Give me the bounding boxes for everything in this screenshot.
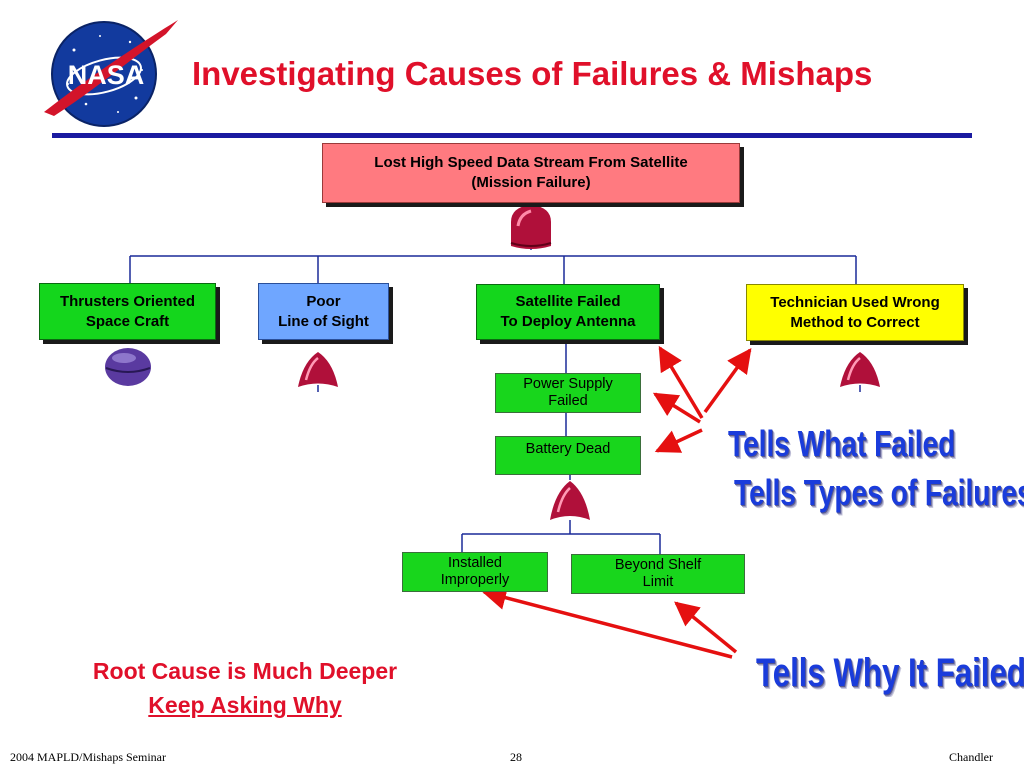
footer-seminar: 2004 MAPLD/Mishaps Seminar bbox=[10, 750, 166, 764]
sub-failure-label-battery: Battery Dead bbox=[525, 441, 611, 457]
root-cause-box-shelf-limit: Beyond Shelf Limit bbox=[571, 554, 745, 594]
transfer-circle-icon bbox=[105, 348, 151, 386]
and-gate-icon-technician bbox=[840, 352, 880, 387]
footer-author: Chandler bbox=[949, 750, 993, 764]
root-cause-label-installed: Installed Improperly bbox=[440, 555, 510, 588]
sub-failure-box-battery: Battery Dead bbox=[495, 436, 641, 475]
or-gate-icon bbox=[510, 205, 552, 249]
cause-box-technician: Technician Used Wrong Method to Correct bbox=[746, 284, 964, 341]
sub-failure-label-power-supply: Power Supply Failed bbox=[523, 376, 613, 409]
and-gate-icon-poor bbox=[298, 352, 338, 387]
and-gate-icon-battery bbox=[550, 481, 590, 520]
cause-label-technician: Technician Used Wrong Method to Correct bbox=[770, 293, 940, 331]
arrow-to-technician bbox=[703, 348, 752, 414]
cause-label-line-of-sight: Poor Line of Sight bbox=[278, 292, 369, 330]
arrow-to-installed bbox=[481, 585, 733, 659]
callout-types-of-failures: Tells Types of Failures bbox=[734, 472, 1024, 513]
callout-why-failed: Tells Why It Failed bbox=[756, 651, 1024, 695]
keep-asking-why: Keep Asking Why bbox=[148, 692, 342, 718]
cause-label-thrusters: Thrusters Oriented Space Craft bbox=[59, 292, 196, 330]
arrow-to-shelf bbox=[674, 601, 738, 654]
callout-what-failed: Tells What Failed bbox=[728, 423, 956, 464]
root-cause-label-shelf-limit: Beyond Shelf Limit bbox=[614, 557, 702, 590]
footer-page-number: 28 bbox=[510, 750, 522, 764]
cause-box-thrusters: Thrusters Oriented Space Craft bbox=[39, 283, 216, 340]
root-cause-note: Root Cause is Much Deeper bbox=[92, 658, 398, 684]
arrow-to-satellite bbox=[658, 345, 704, 419]
nasa-logo: NASA bbox=[44, 20, 178, 127]
cause-label-satellite-antenna: Satellite Failed To Deploy Antenna bbox=[500, 293, 636, 330]
page-title: Investigating Causes of Failures & Misha… bbox=[192, 55, 873, 92]
top-event-label: Lost High Speed Data Stream From Satelli… bbox=[374, 154, 688, 191]
cause-box-satellite-antenna: Satellite Failed To Deploy Antenna bbox=[476, 284, 660, 340]
title-divider bbox=[52, 133, 972, 138]
tree-connectors bbox=[129, 203, 861, 554]
top-event-box: Lost High Speed Data Stream From Satelli… bbox=[322, 143, 740, 203]
cause-box-line-of-sight: Poor Line of Sight bbox=[258, 283, 389, 340]
arrow-to-battery bbox=[654, 428, 703, 453]
root-cause-box-installed: Installed Improperly bbox=[402, 552, 548, 592]
callout-arrows bbox=[481, 345, 752, 659]
sub-failure-box-power-supply: Power Supply Failed bbox=[495, 373, 641, 413]
nasa-logo-text: NASA bbox=[68, 60, 145, 90]
arrow-to-power-supply bbox=[652, 392, 701, 424]
